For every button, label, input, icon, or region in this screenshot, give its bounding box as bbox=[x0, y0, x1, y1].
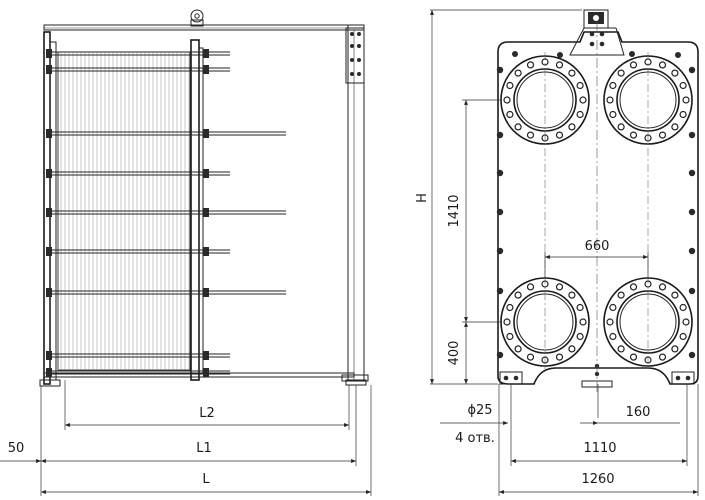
flange-bolt bbox=[555, 283, 564, 291]
flange-bolt bbox=[629, 283, 638, 291]
flange-bolt bbox=[609, 303, 617, 312]
dim-label-l: L bbox=[202, 472, 210, 487]
flange-bolt bbox=[682, 96, 690, 104]
pressure-plate bbox=[190, 39, 200, 381]
dim-label-hole-count: 4 отв. bbox=[455, 431, 495, 446]
flange-bolt bbox=[679, 303, 687, 312]
flange-bolt bbox=[526, 283, 535, 291]
flange-bolt bbox=[503, 318, 511, 326]
flange-bolt bbox=[506, 81, 514, 90]
dim-label-horizontal-spacing: 660 bbox=[585, 239, 610, 254]
bottom-guide-bar bbox=[43, 372, 355, 378]
flange-bolt bbox=[576, 81, 584, 90]
tie-bolts bbox=[46, 49, 286, 377]
flange-bolt bbox=[526, 131, 535, 139]
flange-bolt bbox=[629, 353, 638, 361]
flange-bolt bbox=[617, 345, 625, 353]
flange-bolt bbox=[609, 81, 617, 90]
flange-bolt bbox=[568, 291, 576, 299]
flange-bolt bbox=[514, 69, 522, 77]
flange-bolt bbox=[568, 123, 576, 131]
flange-bolt bbox=[555, 131, 564, 139]
dim-label-hole-diameter: ϕ25 bbox=[467, 403, 492, 418]
frame-plate-outline bbox=[497, 31, 699, 385]
column-bolts bbox=[350, 32, 361, 76]
dim-label-offset: 50 bbox=[8, 441, 25, 456]
flange-bolt bbox=[503, 96, 511, 104]
flange-bolt bbox=[679, 110, 687, 119]
dim-label-height: H bbox=[415, 193, 430, 203]
flange-bolt bbox=[671, 291, 679, 299]
flange-bolt bbox=[658, 61, 667, 69]
flange-bolt bbox=[617, 123, 625, 131]
flange-bolt bbox=[609, 332, 617, 341]
flange-bolt bbox=[658, 283, 667, 291]
flange-bolt bbox=[506, 303, 514, 312]
flange-bolts bbox=[503, 58, 690, 364]
flange-bolt bbox=[568, 69, 576, 77]
dim-label-l2: L2 bbox=[199, 406, 215, 421]
flange-bolt bbox=[576, 303, 584, 312]
flange-bolt bbox=[609, 110, 617, 119]
support-column bbox=[347, 24, 365, 381]
flange-bolt bbox=[606, 318, 614, 326]
flange-bolt bbox=[506, 332, 514, 341]
flange-bolt bbox=[606, 96, 614, 104]
flange-bolt bbox=[671, 345, 679, 353]
dim-label-l1: L1 bbox=[196, 441, 212, 456]
flange-bolt bbox=[555, 353, 564, 361]
flange-bolt bbox=[679, 81, 687, 90]
flange-bolt bbox=[579, 318, 587, 326]
flange-bolt bbox=[658, 131, 667, 139]
flange-bolt bbox=[682, 318, 690, 326]
dim-label-foot-span: 1110 bbox=[583, 441, 616, 456]
dim-label-foot-offset: 160 bbox=[626, 405, 651, 420]
top-carrying-bar bbox=[43, 24, 365, 31]
flange-bolt bbox=[579, 96, 587, 104]
flange-bolt bbox=[629, 61, 638, 69]
flange-bolt bbox=[514, 123, 522, 131]
side-view: L2 L1 L 50 bbox=[0, 9, 372, 496]
flange-bolt bbox=[514, 291, 522, 299]
edge-bolts bbox=[496, 51, 696, 359]
dim-label-bottom-port: 400 bbox=[447, 341, 462, 366]
flange-bolt bbox=[568, 345, 576, 353]
flange-bolt bbox=[526, 61, 535, 69]
lifting-lug bbox=[569, 9, 625, 56]
flange-bolt bbox=[629, 131, 638, 139]
flange-bolt bbox=[506, 110, 514, 119]
front-view: H 1410 400 660 ϕ25 4 отв. 160 1110 1260 bbox=[415, 9, 699, 496]
flange-bolt bbox=[555, 61, 564, 69]
dim-label-port-spacing: 1410 bbox=[447, 194, 462, 227]
lifting-eye bbox=[190, 9, 204, 27]
flange-bolt bbox=[671, 69, 679, 77]
flange-bolt bbox=[617, 69, 625, 77]
dim-label-overall-width: 1260 bbox=[581, 472, 614, 487]
flange-bolt bbox=[526, 353, 535, 361]
flange-bolt bbox=[617, 291, 625, 299]
flange-bolt bbox=[671, 123, 679, 131]
flange-bolt bbox=[658, 353, 667, 361]
flange-bolt bbox=[514, 345, 522, 353]
flange-bolt bbox=[576, 110, 584, 119]
flange-bolt bbox=[679, 332, 687, 341]
flange-bolt bbox=[576, 332, 584, 341]
